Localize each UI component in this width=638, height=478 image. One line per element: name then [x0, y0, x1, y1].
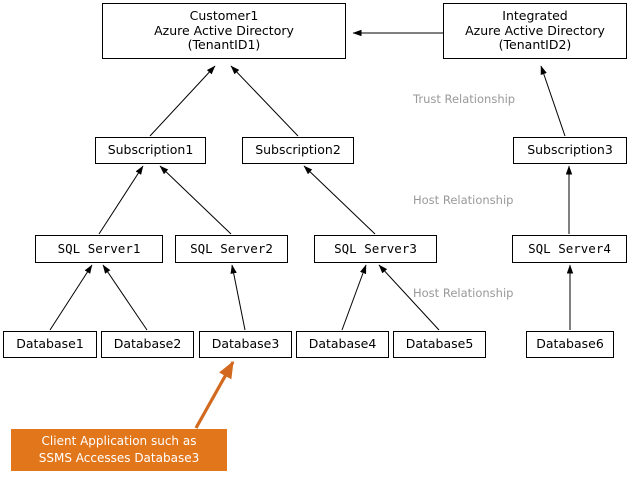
- edge-label-trust-relationship: Trust Relationship: [413, 92, 516, 106]
- sqlserver2-label: SQL Server2: [190, 240, 273, 256]
- node-customer-aad[interactable]: Customer1 Azure Active Directory (Tenant…: [102, 3, 346, 59]
- customer-aad-line1: Customer1: [189, 7, 259, 23]
- edge-subscription3-to-integrated-aad: [540, 65, 566, 137]
- node-database6[interactable]: Database6: [526, 331, 614, 358]
- customer-aad-line3: (TenantID1): [187, 37, 261, 53]
- edge-sqlserver3-to-subscription2: [303, 165, 376, 235]
- node-subscription2[interactable]: Subscription2: [242, 137, 354, 164]
- edge-database3-to-sqlserver2: [230, 264, 246, 331]
- node-database2[interactable]: Database2: [101, 331, 194, 358]
- node-database4[interactable]: Database4: [296, 331, 389, 358]
- edge-sqlserver1-to-subscription1: [98, 165, 144, 235]
- node-sqlserver4[interactable]: SQL Server4: [512, 235, 627, 263]
- edge-database1-to-sqlserver1: [49, 264, 93, 331]
- subscription2-label: Subscription2: [255, 142, 341, 158]
- callout-line1: Client Application such as: [41, 433, 197, 448]
- integrated-aad-line2: Azure Active Directory: [465, 22, 605, 38]
- edge-subscription1-to-customer-aad: [149, 65, 216, 137]
- edge-database4-to-sqlserver3: [341, 264, 367, 331]
- customer-aad-line2: Azure Active Directory: [154, 22, 294, 38]
- edge-database2-to-sqlserver1: [102, 264, 148, 331]
- node-subscription3[interactable]: Subscription3: [513, 137, 627, 164]
- subscription3-label: Subscription3: [527, 142, 613, 158]
- callout-line2: SSMS Accesses Database3: [38, 451, 200, 465]
- database6-label: Database6: [536, 336, 604, 352]
- node-database5[interactable]: Database5: [393, 331, 486, 358]
- subscription1-label: Subscription1: [107, 142, 194, 158]
- database3-label: Database3: [211, 336, 280, 352]
- database1-label: Database1: [16, 336, 84, 352]
- sqlserver1-label: SQL Server1: [57, 240, 141, 256]
- node-database1[interactable]: Database1: [3, 331, 97, 358]
- edge-label-host-relationship-upper: Host Relationship: [413, 193, 514, 207]
- edge-subscription2-to-customer-aad: [230, 65, 299, 137]
- sqlserver4-label: SQL Server4: [528, 240, 611, 256]
- integrated-aad-line1: Integrated: [502, 7, 568, 23]
- integrated-aad-line3: (TenantID2): [498, 37, 572, 53]
- database5-label: Database5: [405, 336, 474, 352]
- node-sqlserver3[interactable]: SQL Server3: [314, 235, 437, 263]
- node-sqlserver2[interactable]: SQL Server2: [175, 235, 288, 263]
- edge-label-host-relationship-lower: Host Relationship: [413, 286, 514, 300]
- database2-label: Database2: [113, 336, 182, 352]
- edge-sqlserver2-to-subscription1: [159, 165, 232, 235]
- node-database3[interactable]: Database3: [199, 331, 292, 358]
- node-sqlserver1[interactable]: SQL Server1: [35, 235, 163, 263]
- node-subscription1[interactable]: Subscription1: [95, 137, 206, 164]
- node-integrated-aad[interactable]: Integrated Azure Active Directory (Tenan…: [443, 3, 627, 59]
- callout-client-application[interactable]: Client Application such as SSMS Accesses…: [11, 429, 227, 471]
- database4-label: Database4: [308, 336, 377, 352]
- callout-arrow: [194, 360, 235, 429]
- sqlserver3-label: SQL Server3: [334, 240, 417, 256]
